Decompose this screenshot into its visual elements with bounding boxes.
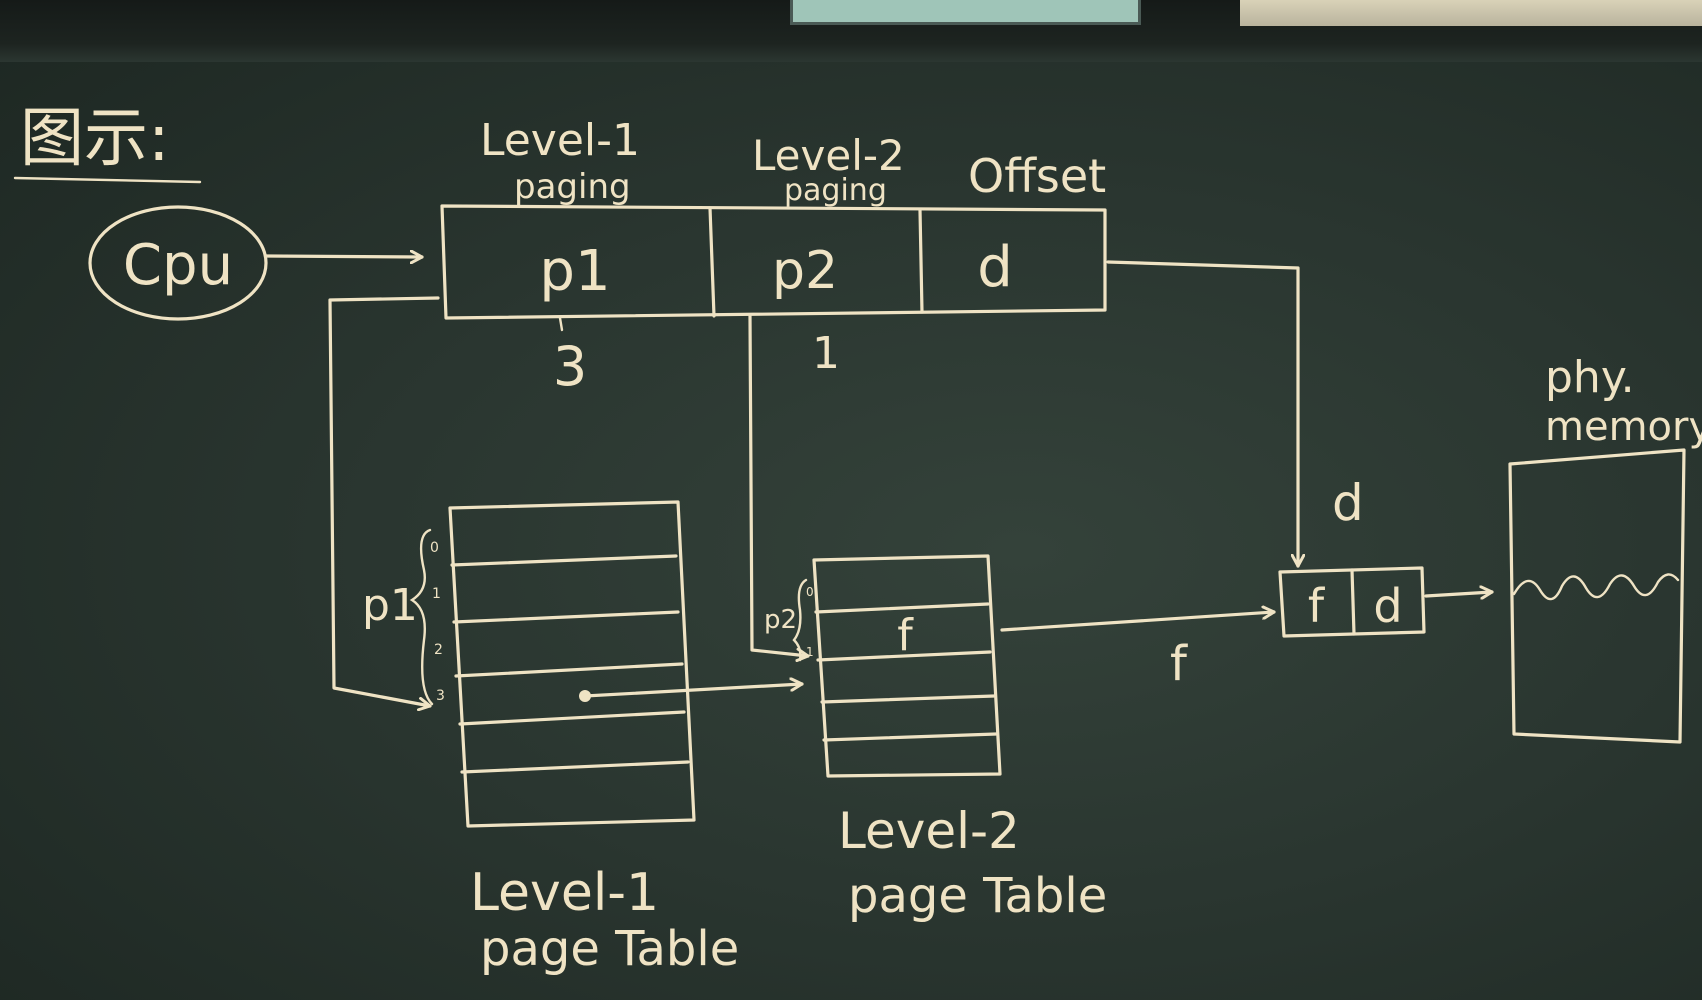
level1-index-1: 1 bbox=[432, 586, 441, 602]
field-p1: p1 bbox=[539, 239, 610, 304]
p1-tick bbox=[558, 316, 564, 332]
level1-index-0: 0 bbox=[430, 540, 439, 556]
level1-row-line bbox=[458, 710, 686, 726]
field-d: d bbox=[977, 235, 1013, 300]
level1-index-3: 3 bbox=[436, 688, 445, 704]
physical-frame: f bbox=[1308, 579, 1326, 633]
level1-header: Level-1 bbox=[480, 115, 640, 166]
physical-address-box bbox=[1278, 566, 1426, 638]
cpu-label: Cpu bbox=[123, 233, 233, 298]
physical-address-divider bbox=[1350, 568, 1356, 636]
level2-caption-2: page Table bbox=[848, 868, 1107, 924]
physical-memory-box bbox=[1508, 448, 1686, 744]
level2-entry-f: f bbox=[897, 610, 914, 661]
memory-label-1: phy. bbox=[1545, 352, 1635, 403]
level1-row-line bbox=[450, 554, 678, 567]
logical-address-box bbox=[440, 204, 1107, 320]
level1-subheader: paging bbox=[514, 167, 631, 207]
level2-bracket-label: p2 bbox=[764, 605, 797, 635]
heading-text: 图示: bbox=[20, 102, 170, 176]
offset-label: d bbox=[1332, 474, 1364, 532]
frame-label: f bbox=[1170, 636, 1188, 692]
level2-row-line bbox=[820, 694, 996, 704]
field-p2: p2 bbox=[772, 241, 838, 301]
level2-caption-1: Level-2 bbox=[838, 802, 1020, 860]
physical-offset: d bbox=[1373, 579, 1402, 633]
level1-table-outline bbox=[448, 500, 696, 828]
level2-row-line bbox=[816, 650, 992, 662]
level2-row-line bbox=[814, 602, 990, 614]
level2-bracket bbox=[792, 578, 808, 662]
offset-route-arrow bbox=[1106, 260, 1298, 568]
heading-underline bbox=[13, 176, 202, 184]
memory-frame-loops bbox=[1512, 573, 1680, 601]
address-divider-1 bbox=[708, 206, 716, 318]
offset-header: Offset bbox=[968, 149, 1106, 203]
level1-index-2: 2 bbox=[434, 642, 443, 658]
cpu-ellipse bbox=[88, 205, 268, 321]
memory-label-2: memory bbox=[1545, 404, 1702, 450]
address-divider-2 bbox=[918, 208, 924, 314]
frame-to-physical-arrow bbox=[1000, 612, 1276, 632]
p1-route-arrow bbox=[328, 296, 440, 706]
physical-to-memory-arrow bbox=[1424, 592, 1494, 596]
level2-table-outline bbox=[812, 554, 1002, 778]
level2-index-0: 0 bbox=[806, 585, 814, 599]
level2-index-1: 1 bbox=[806, 645, 814, 659]
level1-bracket bbox=[409, 528, 434, 706]
level2-subheader: paging bbox=[784, 173, 887, 208]
level1-caption-1: Level-1 bbox=[470, 863, 659, 923]
p2-route-arrow bbox=[748, 314, 810, 656]
p2-value: 1 bbox=[812, 328, 840, 379]
level2-header: Level-2 bbox=[752, 131, 905, 180]
top-right-wall bbox=[1240, 0, 1702, 26]
level1-bracket-label: p1 bbox=[362, 580, 418, 631]
cpu-to-address-arrow bbox=[264, 256, 424, 257]
level1-row-line bbox=[454, 662, 684, 678]
level1-row-line bbox=[452, 610, 680, 624]
level1-to-level2-arrow bbox=[583, 684, 804, 698]
top-light-panel bbox=[790, 0, 1141, 25]
p1-value: 3 bbox=[553, 335, 587, 398]
level2-row-line bbox=[822, 732, 998, 742]
level1-caption-2: page Table bbox=[480, 921, 739, 977]
level1-row-line bbox=[460, 760, 690, 774]
